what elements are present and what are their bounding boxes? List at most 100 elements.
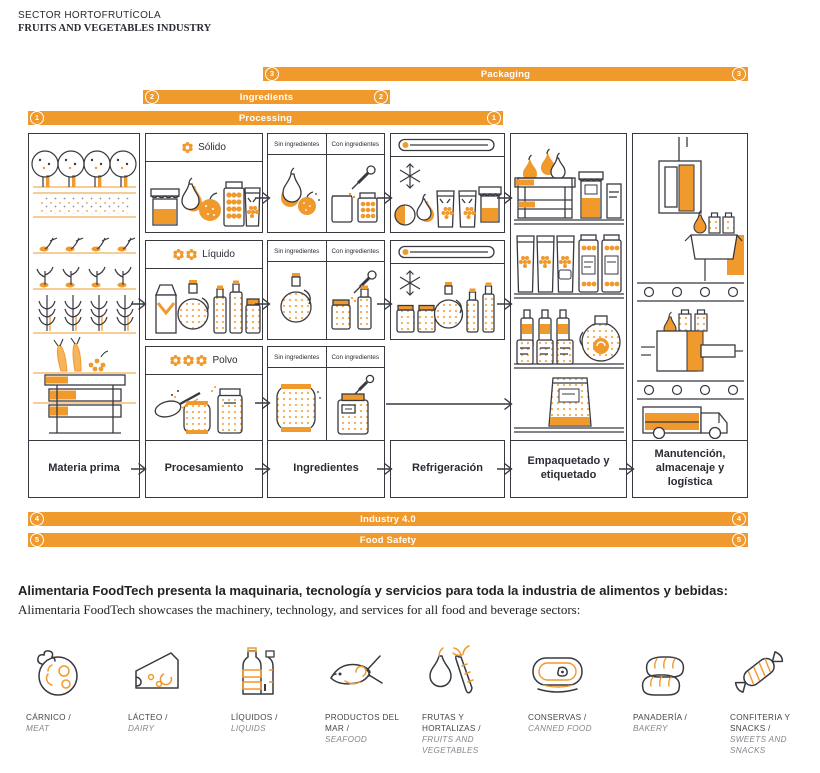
flow-arrow <box>131 297 147 311</box>
flow-arrow <box>497 191 513 205</box>
industry40-bar: 4 Industry 4.0 4 <box>28 512 748 526</box>
refrigeration-solid-box <box>390 133 505 233</box>
category-sweets-snacks: CONFITERIA Y SNACKS / SWEETS AND SNACKS <box>730 638 820 756</box>
flow-arrow <box>377 297 393 311</box>
powder-products-illustration <box>154 385 243 434</box>
flow-arrow <box>131 462 147 476</box>
stage-ingredients: Ingredientes <box>267 440 385 498</box>
dairy-icon <box>135 652 179 689</box>
category-label-es: CONSERVAS / <box>528 713 587 722</box>
stage-label: Materia prima <box>48 462 120 475</box>
with-ingredients-header: Con ingredientes <box>326 134 384 155</box>
category-label-en: SEAFOOD <box>325 735 368 745</box>
category-liquids: LÍQUIDOS / LIQUIDS <box>231 638 326 734</box>
stage-refrigeration: Refrigeración <box>390 440 505 498</box>
category-label-en: DAIRY <box>128 724 155 734</box>
thermometer-icon <box>398 138 495 152</box>
liquids-icon <box>242 647 275 695</box>
category-bakery: PANADERÍA / BAKERY <box>633 638 728 734</box>
packaged-goods-illustration <box>513 148 624 433</box>
flow-arrow <box>619 462 635 476</box>
ingredients-number-badge: 2 <box>374 90 388 104</box>
packaging-number-badge: 3 <box>732 67 746 81</box>
seafood-icon <box>330 655 383 685</box>
stage-packing: Empaquetado y etiquetado <box>510 440 627 498</box>
category-label-es: PANADERÍA / <box>633 713 688 722</box>
stage-raw-material: Materia prima <box>28 440 140 498</box>
canned-food-icon <box>532 657 583 693</box>
intro-text-en: Alimentaria FoodTech showcases the machi… <box>18 602 581 617</box>
fruit-without-ingredients-illustration <box>281 166 321 215</box>
category-label-en: BAKERY <box>633 724 668 734</box>
category-seafood: PRODUCTOS DEL MAR / SEAFOOD <box>325 638 420 745</box>
flow-arrow <box>255 191 271 205</box>
ingredients-solid-box: Sin ingredientes Con ingredientes <box>267 133 385 233</box>
food-safety-number-badge: 5 <box>732 533 746 547</box>
without-ingredients-header: Sin ingredientes <box>268 347 326 368</box>
sweets-snacks-icon <box>734 651 784 693</box>
flow-arrow <box>377 191 393 205</box>
food-safety-bar: 5 Food Safety 5 <box>28 533 748 547</box>
stage-logistics: Manutención, almacenaje y logística <box>632 440 748 498</box>
packaging-bar-label: Packaging <box>480 68 531 80</box>
category-label-en: SWEETS AND SNACKS <box>730 735 787 756</box>
flow-arrow <box>377 462 393 476</box>
flower-icon <box>173 249 197 260</box>
category-meat: CÁRNICO / MEAT <box>26 638 121 734</box>
stage-label: Ingredientes <box>293 462 359 475</box>
frozen-liquid-illustration <box>396 269 495 333</box>
category-dairy: LÁCTEO / DAIRY <box>128 638 223 734</box>
food-safety-number-badge: 5 <box>30 533 44 547</box>
sector-title-es: SECTOR HORTOFRUTÍCOLA <box>18 10 161 21</box>
processing-number-badge: 1 <box>487 111 501 125</box>
stage-label: Procesamiento <box>164 462 244 475</box>
category-label-es: LÁCTEO / <box>128 713 168 722</box>
ingredients-bar-label: Ingredients <box>239 91 294 103</box>
processing-bar-label: Processing <box>238 112 293 124</box>
processing-number-badge: 1 <box>30 111 44 125</box>
without-ingredients-header: Sin ingredientes <box>268 241 326 262</box>
fruit-with-ingredients-illustration <box>331 164 378 223</box>
industry40-number-badge: 4 <box>30 512 44 526</box>
processing-type-solid-label: Sólido <box>198 142 226 153</box>
flower-icon <box>170 355 208 366</box>
ingredients-powder-box: Sin ingredientes Con ingredientes <box>267 346 385 441</box>
liquid-products-illustration <box>154 280 261 334</box>
food-safety-bar-label: Food Safety <box>359 534 417 546</box>
page-header: SECTOR HORTOFRUTÍCOLA FRUITS AND VEGETAB… <box>18 10 211 34</box>
category-label-en: MEAT <box>26 724 50 734</box>
raw-material-column <box>28 133 140 441</box>
flower-icon <box>182 142 193 153</box>
intro-text-es: Alimentaria FoodTech presenta la maquina… <box>18 583 728 598</box>
powder-with-ingredients-illustration <box>337 374 375 435</box>
processing-solid-box: Sólido <box>145 133 263 233</box>
stage-label: Empaquetado y etiquetado <box>527 455 610 481</box>
with-ingredients-header: Con ingredientes <box>326 347 384 368</box>
category-fruits-vegetables: FRUTAS Y HORTALIZAS / FRUITS AND VEGETAB… <box>422 638 517 756</box>
category-label-es: LÍQUIDOS / <box>231 713 278 722</box>
category-label-en: LIQUIDS <box>231 724 266 734</box>
flow-arrow <box>255 297 271 311</box>
processing-type-powder-label: Polvo <box>212 355 238 366</box>
category-label-en: FRUITS AND VEGETABLES <box>422 735 479 756</box>
flow-arrow <box>255 462 271 476</box>
industry40-number-badge: 4 <box>732 512 746 526</box>
ingredients-number-badge: 2 <box>145 90 159 104</box>
fruits-vegetables-icon <box>429 645 474 694</box>
handling-storage-logistics-illustration <box>636 137 744 439</box>
sector-title-en: FRUITS AND VEGETABLES INDUSTRY <box>18 23 212 34</box>
processing-type-liquid-label: Líquido <box>202 249 235 260</box>
ingredients-liquid-box: Sin ingredientes Con ingredientes <box>267 240 385 340</box>
meat-icon <box>37 650 78 696</box>
powder-without-ingredients-illustration <box>276 384 322 432</box>
category-canned-food: CONSERVAS / CANNED FOOD <box>528 638 623 734</box>
refrigeration-liquid-box <box>390 240 505 340</box>
category-label-es: CONFITERIA Y SNACKS / <box>730 713 791 734</box>
stage-processing: Procesamiento <box>145 440 263 498</box>
packaging-number-badge: 3 <box>265 67 279 81</box>
logistics-column <box>632 133 748 441</box>
industry40-bar-label: Industry 4.0 <box>360 513 416 525</box>
flow-arrow <box>497 297 513 311</box>
category-label-en: CANNED FOOD <box>528 724 592 734</box>
